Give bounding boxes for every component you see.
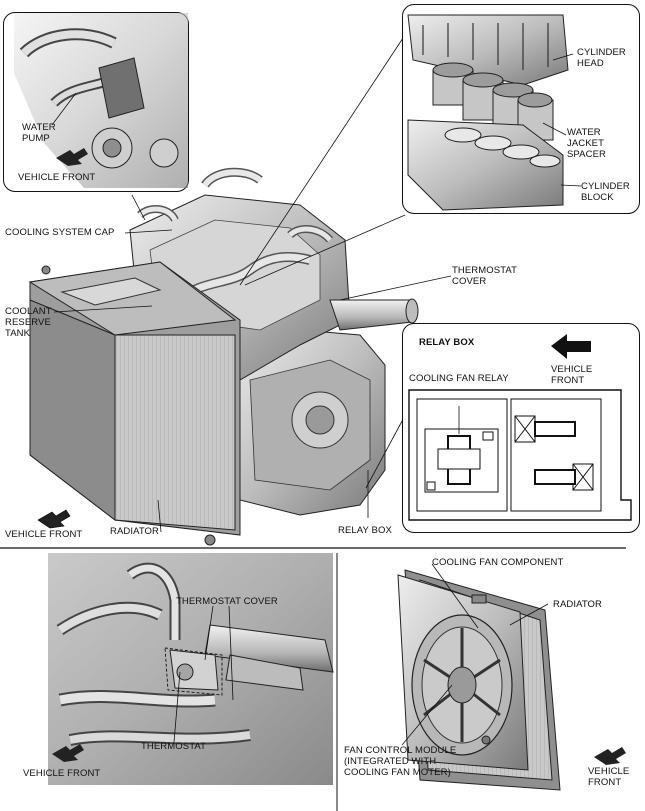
label-radiator-bottom: RADIATOR: [553, 599, 603, 610]
label-relay-box-main: RELAY BOX: [338, 525, 392, 536]
label-coolant-reserve-tank: COOLANT RESERVE TANK: [5, 306, 52, 339]
vehicle-front-arrow-main: [37, 509, 71, 529]
vehicle-front-arrow-bottom-left: [52, 744, 84, 762]
label-thermostat: THERMOSTAT: [141, 741, 207, 752]
label-thermostat-cover-main: THERMOSTAT COVER: [452, 265, 518, 287]
bottom-left-leaders: [173, 605, 234, 743]
main-leader-lines: [53, 34, 452, 533]
relay-box-front-arrow: [551, 334, 591, 359]
cylinder-head-illustration: [407, 14, 582, 211]
label-cylinder-block: CYLINDER BLOCK: [581, 181, 630, 203]
relay-box-illustration: [408, 334, 632, 521]
label-relay-box-title: RELAY BOX: [419, 337, 475, 348]
water-pump-illustration: [14, 13, 188, 188]
label-vehicle-front-main: VEHICLE FRONT: [5, 529, 83, 540]
label-vehicle-front-pump-inset: VEHICLE FRONT: [18, 172, 96, 183]
inset-water-pump-frame: [3, 12, 189, 192]
label-radiator-main: RADIATOR: [110, 526, 160, 537]
label-vehicle-front-relay: VEHICLE FRONT: [551, 364, 593, 386]
inset-cylinder-head-frame: [402, 4, 640, 214]
label-cooling-system-cap: COOLING SYSTEM CAP: [5, 227, 115, 238]
radiator-main: [28, 261, 241, 546]
label-cylinder-head: CYLINDER HEAD: [577, 47, 626, 69]
bottom-right-leaders: [401, 563, 549, 746]
label-water-jacket-spacer: WATER JACKET SPACER: [567, 127, 606, 160]
cooling-fan-assembly: [397, 569, 561, 791]
bottom-left-image: [48, 553, 334, 785]
inset-relay-box-frame: [402, 323, 640, 533]
label-thermostat-cover-bottom: THERMOSTAT COVER: [176, 596, 278, 607]
label-vehicle-front-bottom-left: VEHICLE FRONT: [23, 768, 101, 779]
vehicle-front-arrow-bottom-right: [594, 747, 626, 765]
label-fan-control-module: FAN CONTROL MODULE (INTEGRATED WITH COOL…: [344, 745, 457, 778]
label-vehicle-front-bottom-right: VEHICLE FRONT: [588, 766, 630, 788]
label-water-pump: WATER PUMP: [22, 122, 56, 144]
label-cooling-fan-relay: COOLING FAN RELAY: [409, 373, 509, 384]
label-cooling-fan-component: COOLING FAN COMPONENT: [432, 557, 564, 568]
